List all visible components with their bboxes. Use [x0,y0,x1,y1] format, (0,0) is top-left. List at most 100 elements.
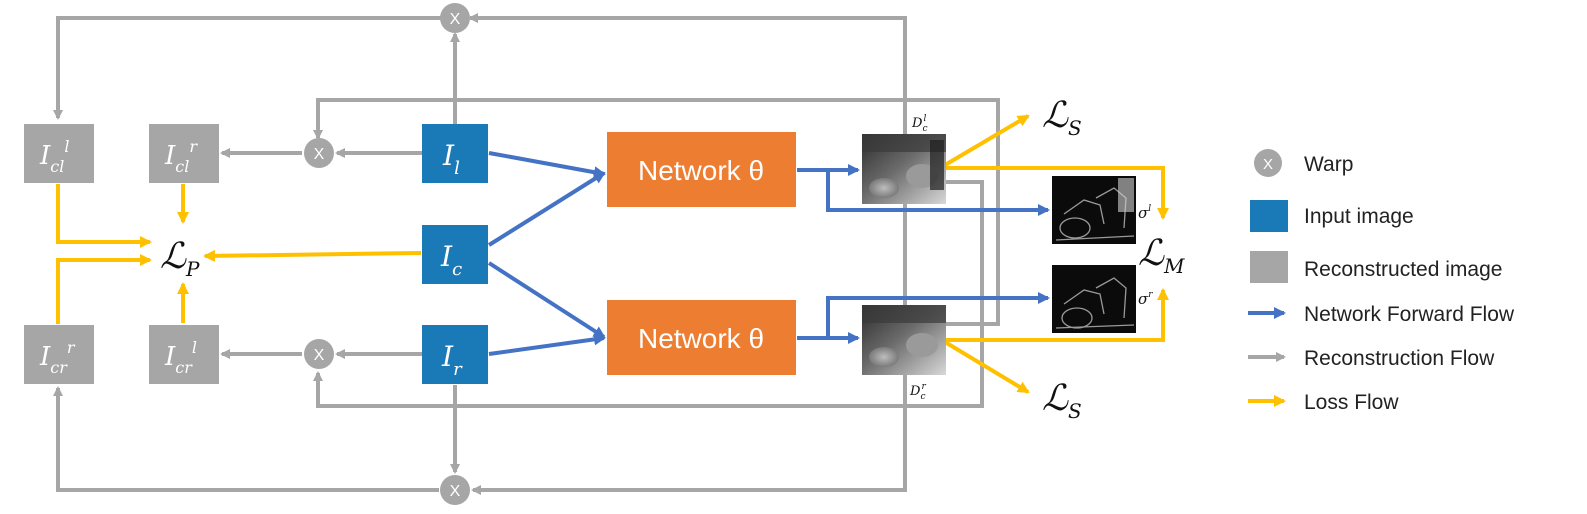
svg-text:Dcr: Dcr [909,382,926,402]
warp-icon [440,475,470,505]
legend-item-reconstruction-flow: Reconstruction Flow [1248,347,1495,370]
node-sup: r [189,137,198,156]
warp-bottom-inner: X [304,339,334,369]
loss-photometric: ℒP [160,236,200,281]
node-sub: cl [175,157,189,176]
node-base: I [39,141,51,171]
warp-icon [440,3,470,33]
node-sub: c [452,259,462,280]
warp-top-outer: X [440,3,470,33]
depth-sub: c [920,392,925,402]
network-label: Network θ [638,155,764,186]
node-base: I [39,342,51,372]
recon-flow-top-outer-out [53,16,441,120]
svg-text:Ic: Ic [440,240,462,280]
warp-symbol: X [1263,156,1273,173]
reconstruction-flow-lines [53,13,1000,495]
depth-sup: r [921,382,926,392]
network-box-bottom: Network θ [607,300,796,375]
forward-flow-ir-to-net-bottom [488,333,606,356]
svg-text:Iclr: Iclr [164,137,198,176]
node-base: I [441,340,454,373]
network-box-top: Network θ [607,132,796,207]
forward-flow-ic-to-net-top [487,171,606,247]
loss-multi: ℒM [1138,233,1185,278]
forward-flow-lines [487,151,1050,356]
warp-top-inner: X [304,138,334,168]
node-base: I [164,342,176,372]
network-label: Network θ [638,323,764,354]
legend-item-loss-flow: Loss Flow [1248,391,1399,414]
loss-sub: M [1163,254,1185,278]
loss-flow-icll-to-lp [56,184,152,248]
loss-base: ℒ [160,236,187,277]
input-box-il: Il [422,124,488,183]
forward-flow-net-top-to-sigma [826,170,1050,216]
legend-label: Reconstructed image [1304,258,1502,281]
svg-text:Icrr: Icrr [39,338,76,377]
legend-item-warp: X Warp [1254,149,1353,177]
sigma-base: σ [1138,204,1149,222]
svg-text:σr: σr [1138,290,1153,308]
forward-flow-ic-to-net-bottom [487,261,606,339]
svg-text:Icll: Icll [39,137,69,176]
recon-box-icr-l: Icrl [149,325,219,384]
node-sup: l [192,338,197,357]
input-swatch [1250,200,1288,232]
legend-label: Warp [1304,153,1353,176]
node-base: I [442,139,455,172]
uncertainty-map-bottom: σr [1052,265,1153,333]
forward-flow-net-bottom-to-sigma [826,292,1050,338]
loss-base: ℒ [1042,378,1069,419]
legend-label: Reconstruction Flow [1304,347,1495,370]
recon-box-icl-l: Icll [24,124,94,183]
recon-box-icr-r: Icrr [24,325,94,384]
recon-flow-bottom-outer-out [53,386,439,492]
warp-symbol: X [314,146,325,163]
recon-box-icl-r: Iclr [149,124,219,183]
depth-map-bottom: Dcr [862,305,946,402]
node-base: I [164,141,176,171]
depth-base: D [911,116,923,131]
loss-flow-depth-top-to-ls [943,114,1030,167]
loss-sub: P [185,257,200,281]
svg-text:Dcl: Dcl [911,114,927,134]
warp-icon [1254,149,1282,177]
uncertainty-map-top: σl [1052,176,1151,244]
loss-base: ℒ [1042,95,1069,136]
node-sub: r [453,359,463,380]
loss-smooth-bottom: ℒS [1042,378,1082,423]
input-box-ir: Ir [422,325,488,384]
forward-flow-il-to-net-top [488,151,606,179]
warp-bottom-outer: X [440,475,470,505]
loss-flow-lines [56,114,1169,394]
sigma-sup: r [1148,290,1153,300]
legend-item-reconstructed-image: Reconstructed image [1250,251,1502,283]
depth-base: D [909,384,921,399]
loss-flow-depth-bottom-to-ls [943,340,1030,394]
node-sup: l [64,137,69,156]
legend-item-input-image: Input image [1250,200,1414,232]
loss-flow-depth-top-to-lm [945,166,1169,220]
legend: X Warp Input image Reconstructed image N… [1248,149,1515,414]
svg-text:Il: Il [442,139,460,179]
sigma-sup: l [1148,204,1151,214]
warp-symbol: X [314,347,325,364]
svg-text:Ir: Ir [441,340,463,380]
warp-symbol: X [450,483,461,500]
reconstructed-swatch [1250,251,1288,283]
sigma-base: σ [1138,290,1149,308]
depth-sup: l [923,114,926,124]
input-box-ic: Ic [422,225,488,284]
node-sub: cr [50,358,68,377]
node-sub: l [454,158,460,179]
legend-label: Loss Flow [1304,391,1399,414]
svg-text:Icrl: Icrl [164,338,197,377]
warp-icon [304,138,334,168]
loss-sub: S [1068,116,1082,140]
loss-flow-depth-bottom-to-lm [945,288,1169,342]
loss-flow-icrr-to-lp [56,254,152,324]
loss-smooth-top: ℒS [1042,95,1082,140]
legend-item-forward-flow: Network Forward Flow [1248,303,1515,326]
